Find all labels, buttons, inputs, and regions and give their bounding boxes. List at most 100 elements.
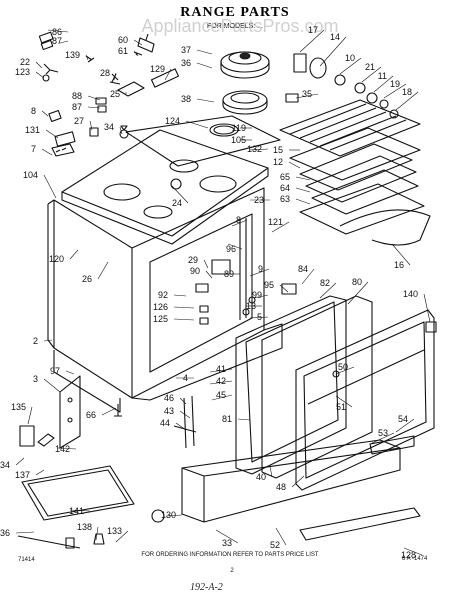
part-callout-124: 124 [165, 116, 180, 126]
leader-line-11 [373, 75, 394, 93]
part-callout-46: 46 [164, 393, 174, 403]
part-callout-11: 11 [378, 71, 387, 81]
leader-line-65 [295, 176, 311, 181]
leader-line-50 [335, 366, 355, 375]
leader-line-2 [43, 339, 53, 342]
leader-line-14 [319, 36, 347, 67]
part-callout-87: 87 [52, 36, 62, 46]
part-callout-21: 21 [365, 62, 375, 72]
cooktop [61, 115, 281, 245]
leader-line-126 [173, 306, 195, 309]
part-callout-131: 131 [25, 125, 40, 135]
leader-line-133 [115, 530, 129, 543]
leader-line-21 [361, 66, 382, 83]
burner-assembly [209, 51, 299, 137]
part-callout-23: 23 [254, 195, 264, 205]
leader-line-7 [41, 148, 53, 156]
part-callout-7: 7 [31, 144, 36, 154]
leader-line-141 [69, 509, 91, 512]
part-callout-138: 138 [77, 522, 92, 532]
part-callout-120: 120 [49, 254, 64, 264]
leader-line-90 [205, 270, 213, 279]
part-callout-80: 80 [352, 277, 362, 287]
part-callout-36: 36 [181, 58, 191, 68]
watermark: AppliancePartsPros.com [141, 16, 338, 36]
part-callout-53: 53 [378, 428, 388, 438]
leader-line-87 [87, 106, 101, 109]
part-callout-42: 42 [216, 376, 226, 386]
leader-line-12 [288, 161, 301, 169]
leader-line-82 [319, 282, 337, 299]
part-callout-135: 135 [11, 402, 26, 412]
leader-line-8 [231, 219, 248, 227]
part-callout-43: 43 [164, 406, 174, 416]
handwritten-note: 192-A-2 [190, 582, 223, 593]
part-callout-119: 119 [232, 123, 246, 133]
small-hardware-parts [38, 31, 180, 157]
leader-line-139 [85, 54, 89, 61]
part-callout-95: 95 [264, 280, 274, 290]
part-callout-141: 141 [69, 506, 84, 516]
part-callout-40: 40 [256, 472, 266, 482]
leader-line-63 [295, 198, 311, 205]
leader-line-120 [69, 249, 79, 260]
part-callout-52: 52 [270, 540, 280, 550]
part-callout-64: 64 [280, 183, 290, 193]
part-callout-16: 16 [394, 260, 404, 270]
leader-line-53 [369, 432, 395, 445]
part-callout-96: 96 [226, 244, 236, 254]
leader-line-142 [57, 447, 77, 450]
part-callout-104: 104 [23, 170, 38, 180]
leader-line-84 [301, 268, 315, 285]
part-callout-27: 27 [74, 116, 84, 126]
part-callout-25: 25 [110, 89, 120, 99]
leader-line-24 [171, 185, 189, 204]
part-callout-8: 8 [236, 215, 241, 225]
leader-line-134 [15, 457, 25, 466]
part-callout-26: 26 [82, 274, 92, 284]
leader-line-27 [89, 120, 93, 131]
part-callout-63: 63 [280, 194, 290, 204]
leader-line-99 [253, 294, 269, 299]
leader-line-123 [35, 71, 45, 79]
part-callout-136: 136 [0, 528, 10, 538]
lower-left-parts [17, 375, 197, 549]
leader-line-44 [175, 422, 187, 431]
leader-line-54 [395, 418, 415, 433]
leader-line-88 [87, 95, 101, 101]
part-callout-139: 139 [65, 50, 80, 60]
leader-line-10 [339, 57, 362, 75]
leader-line-92 [173, 294, 187, 297]
part-callout-105: 105 [231, 135, 246, 145]
leader-line-29 [203, 259, 209, 269]
part-callout-81: 81 [222, 414, 232, 424]
part-callout-5: 5 [257, 312, 262, 322]
part-callout-34: 34 [104, 122, 114, 132]
part-callout-142: 142 [55, 444, 70, 454]
leader-line-130 [165, 514, 183, 517]
leader-line-3 [43, 378, 61, 393]
leader-line-51 [335, 395, 353, 408]
leader-line-5 [249, 316, 269, 319]
part-callout-121: 121 [268, 217, 283, 227]
part-callout-133: 133 [107, 526, 122, 536]
part-callout-54: 54 [398, 414, 408, 424]
leader-line-96 [227, 243, 243, 250]
leader-line-104 [43, 174, 57, 199]
leader-line-136 [15, 531, 35, 534]
part-callout-18: 18 [402, 87, 412, 97]
part-callout-140: 140 [403, 289, 418, 299]
part-callout-126: 126 [153, 302, 168, 312]
leader-line-97 [65, 370, 75, 375]
leader-line-132 [249, 148, 269, 151]
leader-line-16 [391, 243, 411, 266]
part-callout-24: 24 [172, 198, 182, 208]
part-callout-134: 134 [0, 460, 10, 470]
right-code: 8 A -1474 [402, 556, 428, 562]
part-callout-8: 8 [31, 106, 36, 116]
leader-line-22 [35, 61, 43, 69]
part-callout-9: 9 [258, 264, 263, 274]
ordering-note: FOR ORDERING INFORMATION REFER TO PARTS … [141, 552, 318, 558]
part-callout-14: 14 [330, 32, 340, 42]
